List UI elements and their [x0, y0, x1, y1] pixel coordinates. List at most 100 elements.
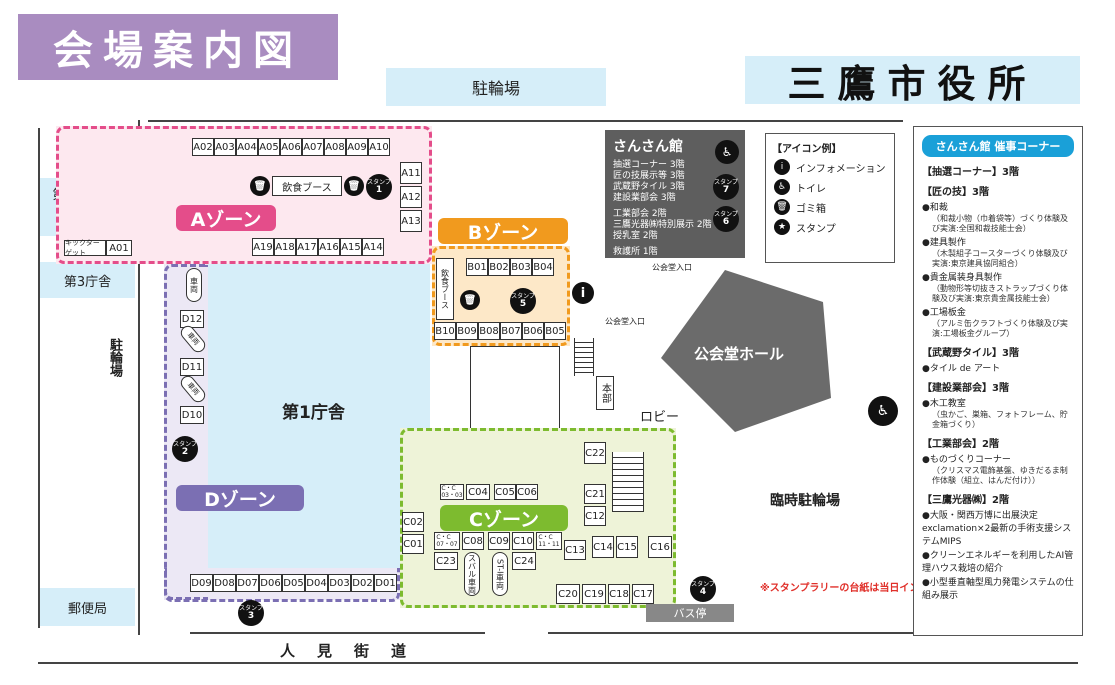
booth-b07: B07 [500, 322, 522, 340]
trash-icon: 🗑 [250, 176, 270, 196]
booth-a18: A18 [274, 238, 296, 256]
booth-a12: A12 [400, 186, 422, 208]
booth-b05: B05 [544, 322, 566, 340]
parking-top-label: 駐輪場 [386, 68, 606, 106]
legend-row: ★スタンプ [774, 219, 894, 235]
legend-label: インフォメーション [796, 163, 886, 175]
stamp-rally-note: ※スタンプラリーの台紙は当日インフォメーションで配布します。 [760, 583, 1058, 594]
sidebar-item-sub: （虫かご、巣箱、フォトフレーム、貯金箱づくり） [932, 410, 1068, 429]
booth-c15: C15 [616, 536, 638, 558]
boundary-top [148, 120, 903, 122]
booth-a09: A09 [346, 138, 368, 156]
food-booth-b: 飲食ブース [436, 258, 454, 320]
sansan-floor-item: 工業部会 2階 [613, 209, 667, 219]
booth-c07: C・C 07・07 [434, 532, 460, 550]
sansan-floor-item: 三鷹光器㈱特別展示 2階 [613, 220, 712, 230]
booth-c11: C・C 11・11 [536, 532, 562, 550]
booth-c04: C04 [466, 484, 490, 500]
zone-b-border [432, 246, 570, 346]
info-icon: i [572, 282, 594, 304]
sidebar-item: ●ものづくりコーナー [922, 455, 1011, 465]
sidebar-section-head: 【工業部会】2階 [922, 439, 999, 450]
sansan-title: さんさん館 [613, 139, 683, 155]
vehicle-booth: 車両 [186, 268, 202, 302]
booth-b09: B09 [456, 322, 478, 340]
booth-d02: D02 [351, 574, 374, 592]
booth-a10: A10 [368, 138, 390, 156]
sidebar-item-sub: （木製組子コースターづくり体験及び実演:東京建具協同組合） [932, 249, 1068, 268]
sidebar-section-head: 【武蔵野タイル】3階 [922, 348, 1019, 359]
parking-left-label: 駐輪場 [107, 338, 122, 377]
legend-title: 【アイコン例】 [772, 144, 842, 155]
sidebar-item-sub: （アルミ缶クラフトづくり体験及び実演:工場板金グループ） [932, 319, 1068, 338]
booth-c20: C20 [556, 584, 580, 604]
booth-d05: D05 [282, 574, 305, 592]
trash-icon: 🗑 [344, 176, 364, 196]
honbu-booth: 本部 [596, 376, 614, 410]
sidebar-item: ●工場板金 [922, 308, 966, 318]
booth-c08: C08 [462, 532, 484, 550]
booth-c24: C24 [512, 552, 536, 570]
booth-a15: A15 [340, 238, 362, 256]
booth-c05: C05 [494, 484, 516, 500]
booth-d08: D08 [213, 574, 236, 592]
bus-stop: バス停 [646, 604, 734, 622]
booth-a11: A11 [400, 162, 422, 184]
trash-icon: 🗑 [460, 290, 480, 310]
booth-a06: A06 [280, 138, 302, 156]
sidebar-item: ●大阪・関西万博に出展決定 exclamation×2最新の手術支援システムMI… [922, 511, 1072, 547]
hall-entrance-label: 公会堂入口 [605, 317, 645, 326]
booth-b03: B03 [510, 258, 532, 276]
booth-c23: C23 [434, 552, 458, 570]
street-line-1 [190, 632, 485, 634]
toilet-icon: ♿ [715, 140, 739, 164]
booth-c18: C18 [608, 584, 630, 604]
booth-d01: D01 [374, 574, 397, 592]
sansan-floor-item: 建設業部会 3階 [613, 193, 676, 203]
kick-target-booth: キックターゲット [64, 239, 106, 257]
zone-d-border-bottom [164, 568, 400, 602]
trash-icon: 🗑 [774, 199, 790, 215]
zone-d-border [164, 264, 208, 600]
city-hall-label: 三鷹市役所 [745, 56, 1080, 106]
zone-c-border [400, 428, 676, 608]
stairs-c [612, 452, 644, 512]
booth-c06: C06 [516, 484, 538, 500]
booth-a07: A07 [302, 138, 324, 156]
hall-shape [661, 270, 831, 432]
info-icon: i [774, 159, 790, 175]
sidebar-item-sub: （動物形等切抜きストラップづくり体験及び実演:東京貴金属技能士会） [932, 284, 1068, 303]
sidebar-item: ●建具製作 [922, 238, 966, 248]
lobby-box [470, 346, 560, 436]
booth-a17: A17 [296, 238, 318, 256]
legend-label: スタンプ [796, 223, 836, 235]
temp-parking-label: 臨時駐輪場 [770, 493, 840, 509]
booth-a14: A14 [362, 238, 384, 256]
booth-a13: A13 [400, 210, 422, 232]
sidebar-section-head: 【匠の技】3階 [922, 187, 989, 198]
booth-c13: C13 [564, 540, 586, 560]
hall-entrance-label: 公会堂入口 [652, 263, 692, 272]
legend-label: トイレ [796, 183, 826, 195]
booth-a03: A03 [214, 138, 236, 156]
booth-c02: C02 [402, 512, 424, 532]
icon-legend: 【アイコン例】 i インフォメーション ♿ トイレ 🗑 ゴミ箱 ★スタンプ [765, 133, 895, 263]
booth-c03: C・C 03・03 [440, 484, 464, 500]
legend-label: ゴミ箱 [796, 203, 826, 215]
booth-d03: D03 [328, 574, 351, 592]
toilet-icon: ♿ [774, 179, 790, 195]
sidebar-item-sub: （クリスマス電飾基盤、ゆきだるま制作体験（組立、はんだ付け）） [932, 466, 1068, 485]
booth-c09: C09 [488, 532, 510, 550]
building3-label: 第3庁舎 [40, 262, 135, 298]
booth-c17: C17 [632, 584, 654, 604]
booth-b08: B08 [478, 322, 500, 340]
subaru-vehicle: スバル車両 [464, 552, 480, 596]
map-title: 会場案内図 [18, 14, 338, 80]
sansan-floor-list: 抽選コーナー 3階匠の技展示等 3階武蔵野タイル 3階建設業部会 3階 工業部会… [605, 160, 745, 258]
booth-c16: C16 [648, 536, 672, 558]
sansan-floor-item: 救護所 1階 [613, 247, 658, 257]
